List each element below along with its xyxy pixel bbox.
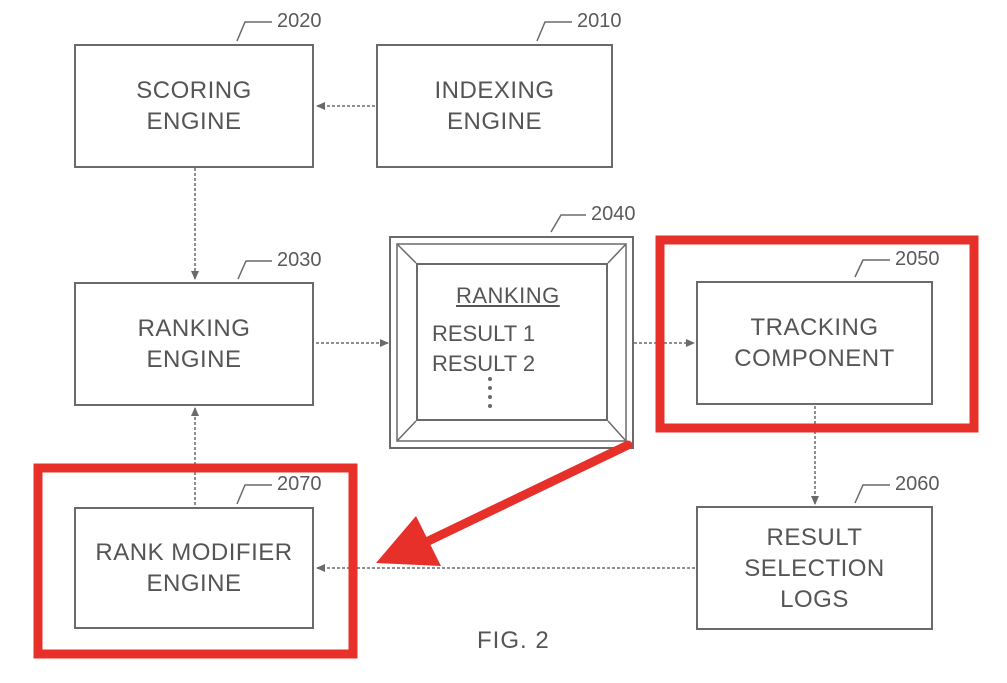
ranking-engine-box: RANKING ENGINE [74, 282, 314, 406]
tracking-component-line-2: COMPONENT [734, 345, 895, 372]
scoring-engine-box: SCORING ENGINE [74, 44, 314, 168]
ranking-results-heading: RANKING [456, 283, 560, 308]
ref-2010: 2010 [577, 10, 622, 32]
scoring-engine-line-1: SCORING [136, 77, 252, 104]
ref-2050: 2050 [895, 248, 940, 270]
scoring-engine-line-2: ENGINE [146, 108, 242, 135]
ref-leader-2040 [550, 214, 586, 233]
ref-leader-2070 [236, 484, 272, 505]
indexing-engine-box: INDEXING ENGINE [376, 44, 613, 168]
ref-leader-2060 [854, 484, 890, 504]
rank-modifier-engine-line-2: ENGINE [146, 570, 242, 597]
ref-2020: 2020 [277, 10, 322, 32]
ref-leader-2010 [536, 21, 572, 42]
result-selection-logs-box: RESULT SELECTION LOGS [696, 506, 933, 630]
highlight-box-tracking [655, 235, 979, 433]
ref-leader-2050 [854, 259, 890, 278]
ref-leader-2030 [237, 260, 272, 280]
tracking-component-line-1: TRACKING [750, 314, 879, 341]
ref-leader-2020 [236, 21, 272, 42]
indexing-engine-line-2: ENGINE [446, 108, 542, 135]
result-selection-logs-line-3: LOGS [780, 585, 849, 613]
result-selection-logs-line-2: SELECTION [744, 554, 885, 582]
ranking-result-1: RESULT 1 [432, 321, 536, 346]
highlight-box-rank-modifier [33, 463, 358, 659]
figure-label: FIG. 2 [477, 627, 550, 654]
ref-2060: 2060 [895, 473, 940, 495]
rank-modifier-engine-line-1: RANK MODIFIER [95, 539, 293, 566]
ref-2040: 2040 [591, 203, 636, 225]
ranking-engine-line-1: RANKING [137, 315, 251, 342]
ref-2070: 2070 [277, 473, 322, 495]
ranking-result-2: RESULT 2 [432, 351, 536, 376]
highlight-arrow [376, 440, 633, 566]
ref-2030: 2030 [277, 249, 322, 271]
ranking-results-box: RANKING RESULT 1 RESULT 2 [416, 263, 608, 421]
rank-modifier-engine-box: RANK MODIFIER ENGINE [74, 507, 314, 629]
ranking-engine-line-2: ENGINE [146, 346, 242, 373]
ranking-results-ellipsis [488, 377, 496, 413]
indexing-engine-line-1: INDEXING [434, 77, 555, 104]
result-selection-logs-line-1: RESULT [766, 523, 863, 551]
tracking-component-box: TRACKING COMPONENT [696, 281, 933, 405]
